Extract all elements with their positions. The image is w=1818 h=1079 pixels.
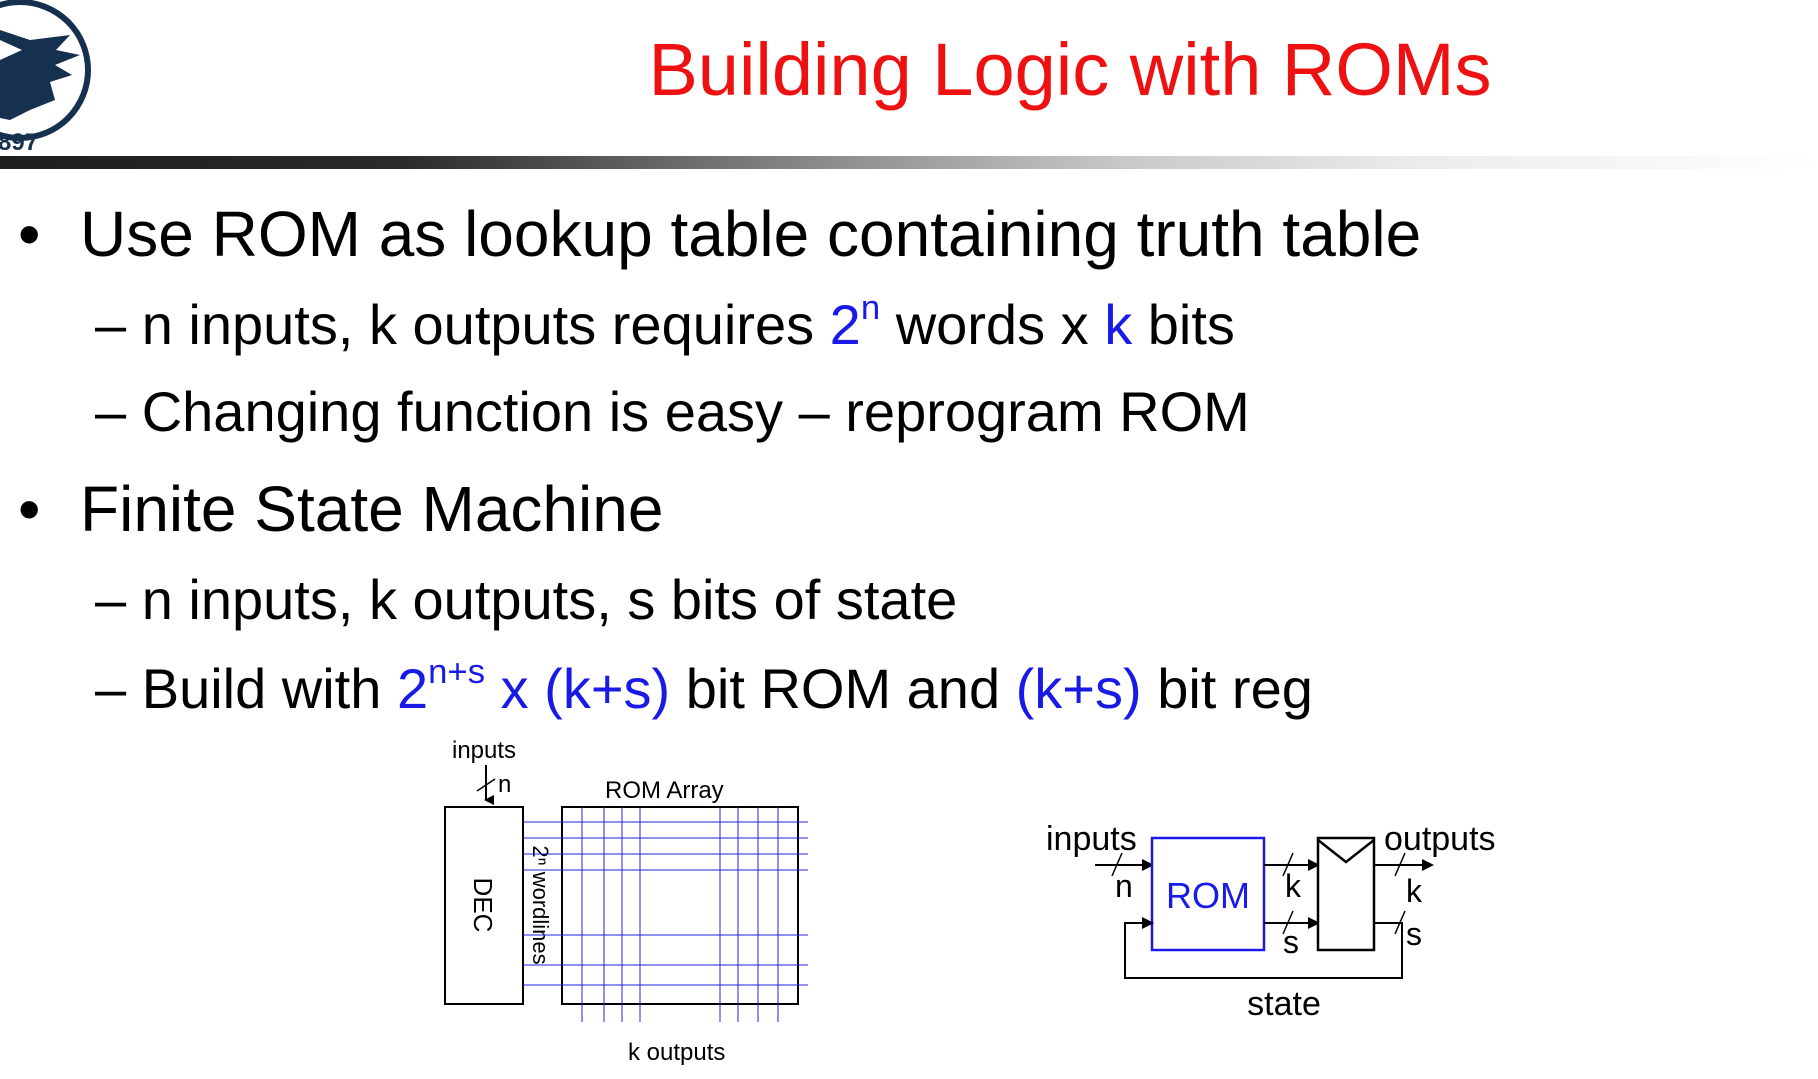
fsm-rom-block [1150,836,1266,952]
slide-title: Building Logic with ROMs [648,28,1492,111]
inputs-label: inputs [452,737,516,764]
rom-size: 2n+s x (k+s) [396,653,671,720]
clock-triangle-icon [1317,839,1375,864]
dash-marker: – [95,568,127,631]
decoder-label: DEC [468,878,498,933]
dash-marker: – [95,380,127,443]
subbullet-reprogram: – Changing function is easy – reprogram … [95,379,1250,445]
state-register [1316,836,1376,952]
fsm-state-label: state [1247,985,1321,1023]
subbullet-text: bits [1132,293,1235,356]
fsm-rom-label: ROM [1166,875,1250,916]
logo-year: 897 [0,129,38,156]
state-feedback-wire [1124,917,1403,979]
reg-size: (k+s) [1015,657,1142,720]
fsm-inputs-label: inputs [1046,820,1137,858]
wordlines-label: 2ⁿ wordlines [528,845,553,964]
subbullet-text: n inputs, k outputs, s bits of state [141,568,958,631]
fsm-s-label: s [1283,924,1299,960]
university-logo: 897 [0,0,91,156]
words-count: 2n [829,289,881,356]
fsm-s-out-label: s [1406,916,1422,952]
decoder-block [444,806,524,1005]
fsm-k-out-label: k [1406,873,1423,909]
rom-array-block [561,806,799,1005]
bullet-marker: • [18,198,41,270]
rom-array-grid [523,807,808,1022]
fsm-outputs-label: outputs [1384,820,1496,858]
dash-marker: – [95,657,127,720]
subbullet-text: Build with [141,657,397,720]
subbullet-text: words x [880,293,1105,356]
eagle-icon [0,30,80,120]
fsm-inputs-width: n [1115,868,1133,904]
bullet-text: Use ROM as lookup table containing truth… [80,198,1422,270]
rom-array-diagram: inputs n ROM Array DEC 2ⁿ wordlines k ou… [444,737,808,1066]
bullet-lookup-table: • Use ROM as lookup table containing trut… [18,196,1421,272]
subbullet-text: n inputs, k outputs requires [141,293,830,356]
bullet-text: Finite State Machine [80,473,664,545]
dash-marker: – [95,293,127,356]
subbullet-fsm-params: – n inputs, k outputs, s bits of state [95,567,957,633]
bits-count: k [1104,293,1133,356]
subbullet-fsm-build: – Build with 2n+s x (k+s) bit ROM and (k… [95,653,1313,722]
bullet-fsm: • Finite State Machine [18,471,663,547]
title-divider [0,156,1818,169]
bullet-marker: • [18,473,41,545]
rom-array-label: ROM Array [605,777,724,804]
subbullet-text: bit ROM and [670,657,1016,720]
fsm-diagram: inputs n ROM k s outputs k s state [1046,820,1496,1023]
k-outputs-label: k outputs [628,1039,725,1066]
subbullet-text: bit reg [1141,657,1313,720]
subbullet-text: Changing function is easy – reprogram RO… [141,380,1250,443]
fsm-k-label: k [1285,868,1302,904]
inputs-width-label: n [498,771,511,798]
subbullet-rom-size: – n inputs, k outputs requires 2n words … [95,289,1235,358]
